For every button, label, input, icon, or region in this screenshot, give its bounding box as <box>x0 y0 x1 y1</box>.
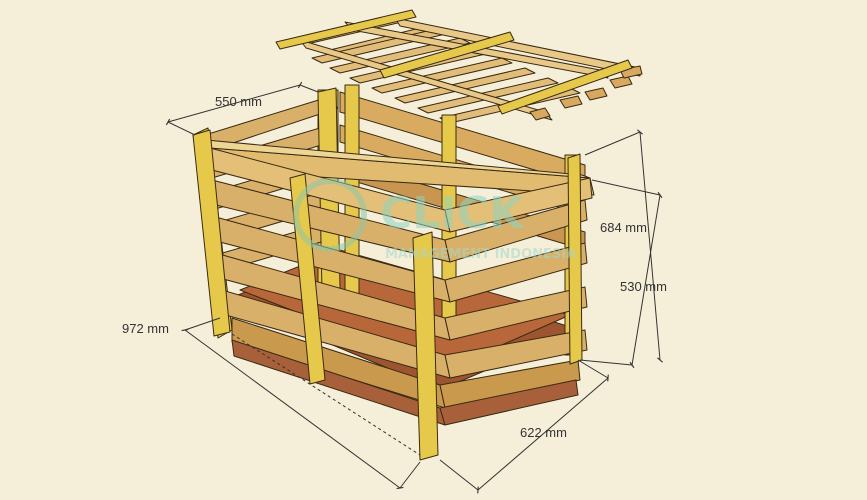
watermark: CLICK MANAGEMENT INDONESIA <box>293 178 576 262</box>
dim-label-length: 972 mm <box>122 321 169 336</box>
dim-label-total-height: 684 mm <box>600 220 647 235</box>
dim-label-body-height: 530 mm <box>620 279 667 294</box>
dim-label-width-top: 550 mm <box>215 94 262 109</box>
watermark-main: CLICK <box>380 188 525 239</box>
dimension-lines <box>165 81 663 494</box>
box-body <box>192 84 595 461</box>
watermark-logo-icon <box>293 178 367 252</box>
lid <box>275 9 643 124</box>
dim-label-base-width: 622 mm <box>520 425 567 440</box>
watermark-sub: MANAGEMENT INDONESIA <box>385 247 576 262</box>
